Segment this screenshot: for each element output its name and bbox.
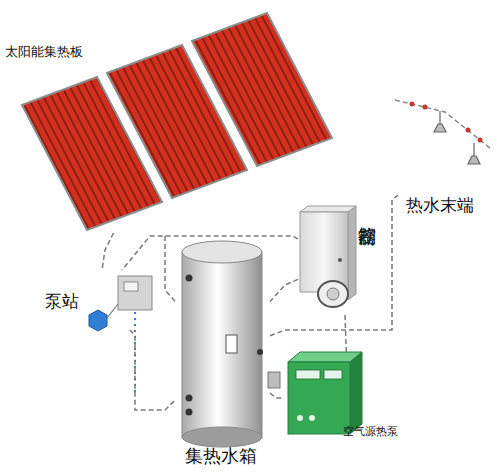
component-label: 空气源热泵 <box>343 426 398 439</box>
tank-gauge <box>226 335 237 353</box>
pipe-connector <box>270 279 298 301</box>
pump-display <box>124 282 138 291</box>
tank-top <box>182 241 262 263</box>
component-label: 控制器 <box>356 212 377 215</box>
pipe-connector <box>122 236 298 270</box>
component-node: 泵站 <box>40 270 155 330</box>
controller-dial-core <box>327 288 339 300</box>
component-label: 集热水箱 <box>185 446 257 467</box>
solar-panel <box>192 13 332 166</box>
hot-water-pipe <box>395 100 490 148</box>
controller-led <box>338 258 342 262</box>
component-label: 热水末端 <box>406 196 474 216</box>
pipe-joint <box>410 102 415 107</box>
tank-port <box>186 275 193 282</box>
component-node: 太阳能集热板 <box>5 8 335 233</box>
controller-top <box>300 206 356 212</box>
heat-pump-side <box>350 352 362 434</box>
signal-wire <box>134 312 136 395</box>
tank-port <box>186 409 193 416</box>
controller-dial <box>318 281 348 307</box>
pipe-connector <box>270 195 398 336</box>
pipe-connector <box>102 233 114 270</box>
vessel-pipe <box>107 304 118 318</box>
pipe-joint <box>478 138 483 143</box>
pipe-connector <box>130 330 175 410</box>
shower-head <box>434 111 446 132</box>
component-label: 泵站 <box>45 292 79 312</box>
heat-pump-display <box>324 370 342 379</box>
component-node: 控制器 <box>298 205 388 315</box>
heat-pump-box <box>288 362 350 434</box>
component-label: 太阳能集热板 <box>5 45 83 60</box>
heat-pump-top <box>288 352 362 362</box>
controller-side <box>348 206 356 300</box>
shower-head <box>468 143 480 164</box>
pump-station-box <box>118 276 152 310</box>
expansion-vessel <box>89 310 107 331</box>
tank-port <box>257 349 263 355</box>
heat-pump-display <box>296 370 320 379</box>
junction-box <box>268 372 280 388</box>
tank-body <box>182 252 262 437</box>
heat-pump-knob <box>297 415 303 421</box>
pipe-connector <box>165 233 175 301</box>
tank-port <box>186 395 193 402</box>
pipe-connector <box>270 393 283 398</box>
controller-box <box>300 212 348 292</box>
component-node: 空气源热泵 <box>283 352 413 444</box>
pipe-joint <box>466 128 471 133</box>
component-node: 集热水箱 <box>175 238 270 470</box>
heat-pump-knob <box>309 415 315 421</box>
pipe-joint <box>423 105 428 110</box>
pipe-connector <box>345 315 346 352</box>
tank-bottom <box>182 427 262 447</box>
component-node: 热水末端 <box>398 92 495 220</box>
